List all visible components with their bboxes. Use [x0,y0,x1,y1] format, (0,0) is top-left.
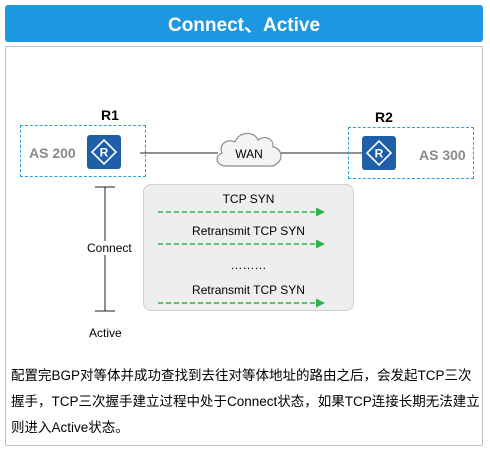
as200-label: AS 200 [29,145,76,161]
r1-router-icon: R [87,135,121,169]
r1-label: R1 [101,107,119,123]
router-glyph-icon: R [90,138,118,166]
message-label: TCP SYN [222,192,275,206]
cloud-icon [216,132,282,167]
description-text: 配置完BGP对等体并成功查找到去往对等体地址的路由之后，会发起TCP三次握手，T… [11,368,480,435]
svg-text:R: R [375,147,384,161]
svg-text:R: R [100,146,109,160]
wan-label: WAN [235,147,263,161]
title-banner: Connect、Active [5,5,483,42]
r2-router-icon: R [362,136,396,170]
page-title: Connect、Active [167,15,321,36]
connect-state-label: Connect [86,241,133,255]
message-ellipsis: ……… [230,258,267,272]
r2-label: R2 [375,109,393,125]
diagram-frame [5,46,483,446]
message-label: Retransmit TCP SYN [192,224,305,238]
as200-box [20,125,146,177]
as300-box [348,127,474,179]
active-state-label: Active [89,326,122,340]
message-label: Retransmit TCP SYN [192,283,305,297]
as300-label: AS 300 [419,147,466,163]
router-glyph-icon: R [365,139,393,167]
